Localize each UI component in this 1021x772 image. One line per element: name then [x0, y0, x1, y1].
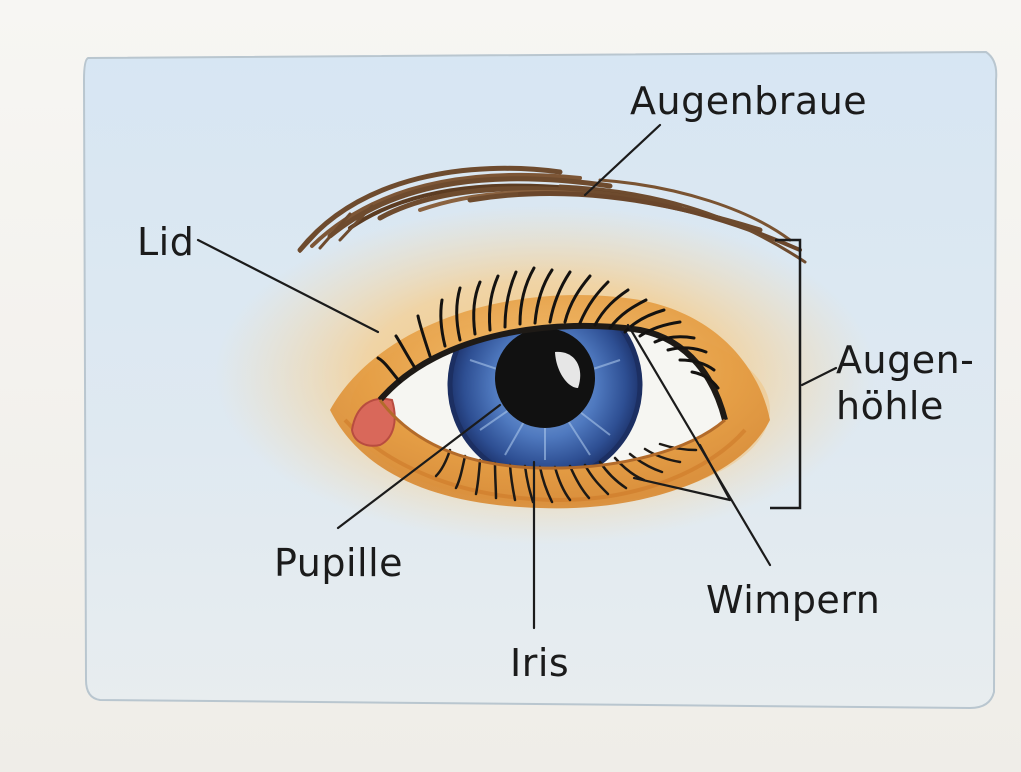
label-wimpern: Wimpern [706, 581, 880, 619]
label-pupille: Pupille [274, 544, 403, 582]
label-augenhoehle-line1: Augen- [836, 337, 974, 383]
label-iris: Iris [510, 644, 569, 682]
label-lid: Lid [137, 223, 194, 261]
label-augenhoehle-line2: höhle [836, 383, 974, 429]
label-augenhoehle: Augen- höhle [836, 337, 974, 430]
label-augenbraue: Augenbraue [630, 82, 867, 120]
